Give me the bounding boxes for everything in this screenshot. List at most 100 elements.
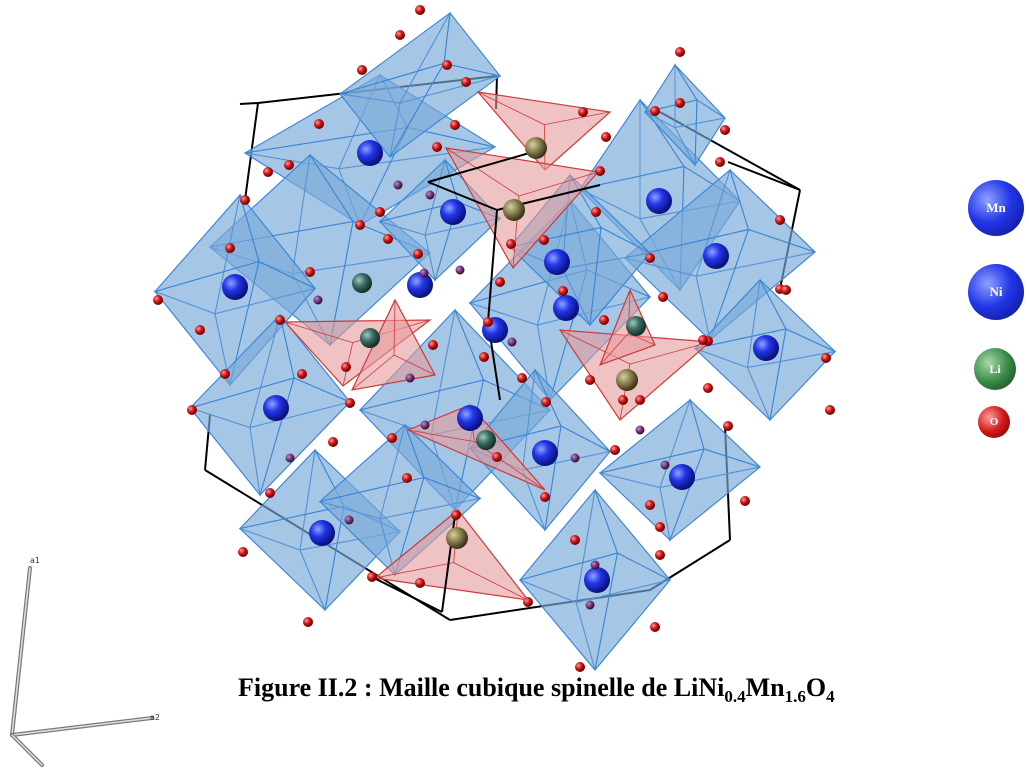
- oxygen-atom-43: [375, 207, 385, 217]
- purple-atom-5: [507, 337, 517, 347]
- oxygen-atom-30: [821, 353, 831, 363]
- cell-edge-front-6: [371, 576, 443, 613]
- mn-ni-atom-14: [703, 243, 729, 269]
- cell-edge-back-10: [724, 424, 731, 541]
- oxygen-atom-64: [645, 253, 655, 263]
- oxygen-atom-73: [618, 395, 628, 405]
- oxygen-atom-36: [675, 98, 685, 108]
- oxygen-atom-35: [675, 47, 685, 57]
- axis-a3-highlight: [11, 734, 43, 766]
- oxygen-atom-19: [415, 578, 425, 588]
- purple-atom-0: [313, 295, 323, 305]
- tetrahedron-3-face: [373, 509, 530, 601]
- oxygen-atom-62: [585, 375, 595, 385]
- oxygen-atom-25: [655, 550, 665, 560]
- axis-a2-highlight: [11, 717, 153, 736]
- octahedron-1-face-7: [389, 62, 502, 158]
- oxygen-atom-31: [825, 405, 835, 415]
- mn-ni-atom-12: [584, 567, 610, 593]
- li-atom-teal-3: [360, 328, 380, 348]
- li-atom-olive-0: [525, 137, 547, 159]
- legend-ni-label: Ni: [989, 284, 1003, 299]
- oxygen-atom-42: [432, 142, 442, 152]
- tetrahedron-3-edge-2: [453, 562, 529, 601]
- tetrahedron-0-face: [476, 91, 612, 171]
- oxygen-atom-65: [591, 207, 601, 217]
- tetrahedron-3-edge-0: [374, 562, 454, 579]
- oxygen-atom-16: [238, 547, 248, 557]
- oxygen-atom-23: [575, 662, 585, 672]
- oxygen-atom-66: [539, 235, 549, 245]
- oxygen-atom-68: [413, 249, 423, 259]
- cell-edge-back-3: [239, 102, 259, 105]
- oxygen-atom-34: [715, 157, 725, 167]
- octahedron-7-face-7: [769, 328, 836, 422]
- oxygen-atom-9: [225, 243, 235, 253]
- tetrahedron-0-edge-1: [544, 111, 611, 126]
- purple-atom-3: [420, 420, 430, 430]
- oxygen-atom-3: [442, 60, 452, 70]
- mn-ni-atom-8: [263, 395, 289, 421]
- purple-atom-4: [419, 268, 429, 278]
- oxygen-atom-26: [655, 522, 665, 532]
- mn-ni-atom-15: [753, 335, 779, 361]
- octahedron-1: [338, 11, 502, 159]
- figure-caption: Figure II.2 : Maille cubique spinelle de…: [238, 673, 835, 707]
- tetrahedron-5-face: [406, 404, 546, 491]
- tetrahedron-6-edge-1: [393, 299, 396, 356]
- oxygen-atom-59: [328, 437, 338, 447]
- li-atom-olive-2: [446, 527, 468, 549]
- octahedron-0: [243, 73, 497, 227]
- octahedron-16-face-7: [589, 226, 651, 327]
- octahedron-17: [318, 423, 482, 577]
- oxygen-atom-22: [523, 597, 533, 607]
- octahedron-2: [208, 153, 432, 347]
- cell-edge-back-5: [779, 189, 801, 290]
- purple-atom-2: [344, 515, 354, 525]
- cell-edge-back-6: [727, 161, 801, 191]
- oxygen-atom-52: [610, 445, 620, 455]
- tetrahedron-4-edge-1: [629, 341, 711, 365]
- legend-mn: Mn: [968, 180, 1024, 236]
- purple-atom-1: [285, 453, 295, 463]
- purple-atom-6: [570, 453, 580, 463]
- oxygen-atom-12: [275, 315, 285, 325]
- octahedron-8: [188, 313, 352, 497]
- oxygen-atom-1: [395, 30, 405, 40]
- oxygen-atom-47: [558, 286, 568, 296]
- cell-edge-back-7: [204, 414, 211, 471]
- oxygen-atom-4: [461, 77, 471, 87]
- oxygen-atom-6: [284, 160, 294, 170]
- mn-ni-atom-1: [440, 199, 466, 225]
- oxygen-atom-2: [357, 65, 367, 75]
- oxygen-atom-14: [187, 405, 197, 415]
- octahedra-layer: [153, 11, 837, 672]
- purple-atom-11: [393, 180, 403, 190]
- oxygen-atom-10: [153, 295, 163, 305]
- tetrahedron-1-edge-1: [518, 171, 599, 197]
- purple-atom-10: [425, 190, 435, 200]
- mn-ni-atom-11: [669, 464, 695, 490]
- purple-atom-9: [590, 560, 600, 570]
- oxygen-atom-55: [635, 395, 645, 405]
- caption-prefix: Figure II.2 : Maille cubique spinelle de…: [238, 673, 725, 702]
- mn-ni-atom-5: [553, 295, 579, 321]
- octahedron-9-face-7: [324, 505, 401, 612]
- oxygen-atom-41: [450, 120, 460, 130]
- oxygen-atom-74: [698, 335, 708, 345]
- li-atom-teal-2: [626, 316, 646, 336]
- legend-o-label: O: [989, 416, 999, 428]
- axis-label-a2: a2: [150, 713, 160, 722]
- oxygen-atom-51: [541, 397, 551, 407]
- octahedron-6: [623, 168, 817, 342]
- oxygen-atom-72: [645, 500, 655, 510]
- atoms-layer: [153, 5, 835, 672]
- legend-ni: Ni: [968, 264, 1024, 320]
- oxygen-atom-33: [720, 125, 730, 135]
- li-atom-teal-0: [352, 273, 372, 293]
- octahedron-12-face-7: [594, 552, 671, 671]
- octahedron-8-face-7: [259, 377, 351, 496]
- oxygen-atom-53: [703, 383, 713, 393]
- oxygen-atom-11: [195, 325, 205, 335]
- oxygen-atom-0: [415, 5, 425, 15]
